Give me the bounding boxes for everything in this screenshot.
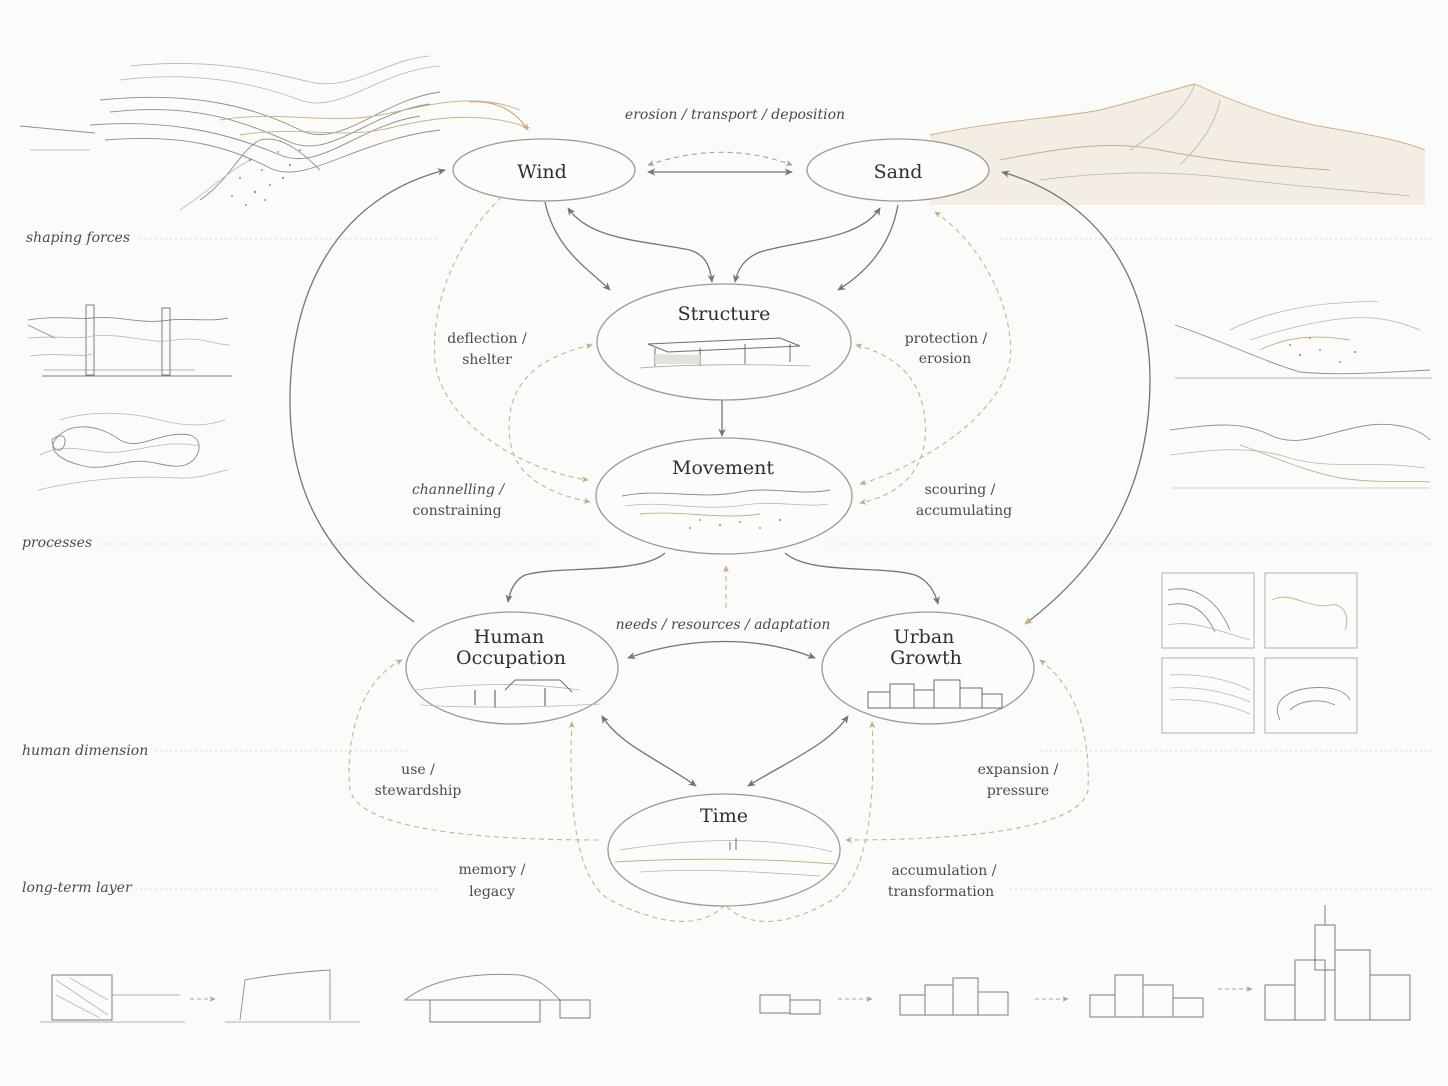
layer-guides xyxy=(100,238,1432,890)
label-channelling-1: channelling / xyxy=(412,482,505,498)
dune-cross-section-sketch xyxy=(1169,423,1431,489)
layer-label-shaping-forces: shaping forces xyxy=(26,230,130,246)
wall-deflection-sketch xyxy=(27,304,232,377)
node-time-shape xyxy=(607,793,841,907)
node-wind-label: Wind xyxy=(517,161,567,183)
label-scouring-1: scouring / xyxy=(925,482,996,498)
edge-labels: erosion / transport / deposition deflect… xyxy=(375,107,1059,900)
node-human-occupation-shape xyxy=(405,611,619,725)
label-use-1: use / xyxy=(401,762,435,778)
node-movement[interactable]: Movement xyxy=(595,437,853,555)
node-sand-shape xyxy=(806,138,990,202)
label-erosion-transport-deposition: erosion / transport / deposition xyxy=(625,107,845,123)
node-human-occupation[interactable]: Human Occupation xyxy=(405,611,619,725)
label-protection-2: erosion xyxy=(919,351,972,367)
edges xyxy=(289,101,1151,922)
node-movement-shape xyxy=(595,437,853,555)
node-urban-growth-shape xyxy=(821,611,1035,725)
channel-flow-sketch xyxy=(37,412,229,491)
label-expansion-2: pressure xyxy=(987,783,1049,799)
dune-landscape-sketch xyxy=(929,83,1426,205)
structure-evolution-sketch xyxy=(40,969,591,1023)
label-accumulation-1: accumulation / xyxy=(892,863,997,879)
node-sand-label: Sand xyxy=(874,161,923,183)
shelter-sketch-icon xyxy=(639,337,811,369)
town-sketch-icon xyxy=(867,679,1003,709)
layer-label-long-term: long-term layer xyxy=(22,880,133,896)
node-wind[interactable]: Wind xyxy=(452,138,636,202)
node-wind-shape xyxy=(452,138,636,202)
node-urban-growth-label-1: Urban xyxy=(894,626,955,648)
sand-flow-sketch-icon xyxy=(621,489,831,529)
process-inset-panels xyxy=(1161,572,1358,734)
node-time[interactable]: Time xyxy=(607,793,841,907)
node-movement-label: Movement xyxy=(672,457,774,479)
label-channelling-2: constraining xyxy=(412,503,501,519)
node-structure-shape xyxy=(596,283,852,401)
node-time-label: Time xyxy=(700,805,748,827)
slope-erosion-sketch xyxy=(1174,300,1432,379)
settlement-growth-sketch xyxy=(759,905,1411,1021)
desert-horizon-sketch-icon xyxy=(614,838,836,877)
node-urban-growth[interactable]: Urban Growth xyxy=(821,611,1035,725)
label-deflection-2: shelter xyxy=(462,352,512,368)
label-memory-2: legacy xyxy=(469,884,515,900)
label-scouring-2: accumulating xyxy=(916,503,1012,519)
layer-label-human-dimension: human dimension xyxy=(22,743,148,759)
label-expansion-1: expansion / xyxy=(978,762,1059,778)
label-deflection-1: deflection / xyxy=(447,331,527,347)
node-structure[interactable]: Structure xyxy=(596,283,852,401)
layer-label-processes: processes xyxy=(22,535,92,551)
label-use-2: stewardship xyxy=(375,783,462,799)
node-human-occupation-label-1: Human xyxy=(474,626,544,648)
node-sand[interactable]: Sand xyxy=(806,138,990,202)
label-accumulation-2: transformation xyxy=(888,884,994,900)
node-urban-growth-label-2: Growth xyxy=(890,647,962,669)
node-structure-label: Structure xyxy=(678,303,771,325)
label-protection-1: protection / xyxy=(905,331,988,347)
people-tents-sketch-icon xyxy=(414,679,601,708)
wind-flow-sketch xyxy=(19,55,531,211)
label-needs-resources-adaptation: needs / resources / adaptation xyxy=(616,617,831,633)
label-memory-1: memory / xyxy=(458,862,525,878)
node-human-occupation-label-2: Occupation xyxy=(456,647,566,669)
